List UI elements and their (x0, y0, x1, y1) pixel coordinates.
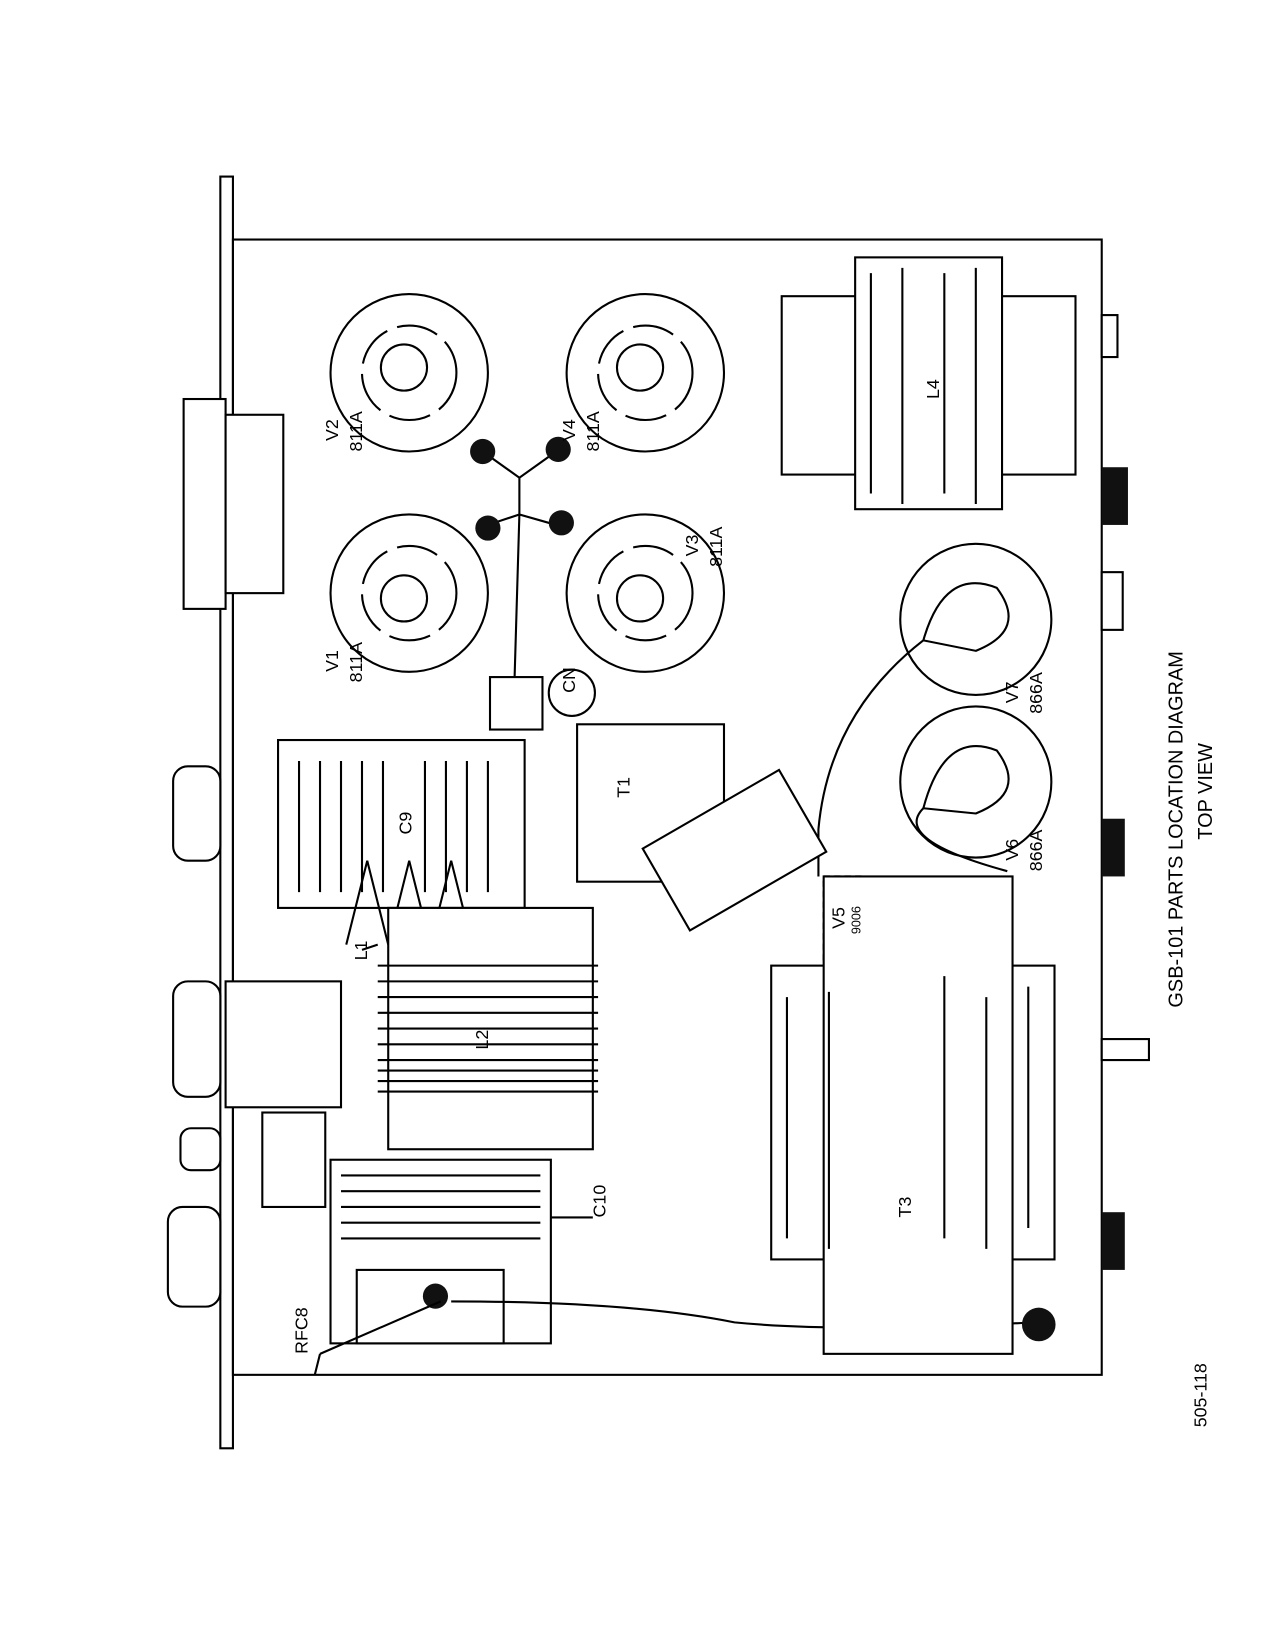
cn-label: CN (559, 667, 579, 693)
chassis (231, 238, 1103, 1376)
grommet (1021, 1307, 1056, 1342)
tube-v4 (565, 293, 726, 453)
figure-number: 505-118 (1191, 1363, 1211, 1427)
tube-v2 (329, 293, 489, 453)
c10-capacitor (329, 1158, 552, 1345)
tube-v7 (899, 542, 1053, 696)
c9-label: C9 (395, 812, 415, 835)
rfc8-label: RFC8 (291, 1307, 311, 1354)
leader-lines (313, 943, 593, 1376)
meter-housing (224, 413, 285, 595)
v7-lead (817, 639, 924, 877)
tube-v1 (329, 513, 489, 673)
tube-v3 (565, 513, 726, 673)
t1-transformer (576, 723, 828, 932)
rotary-switch (224, 980, 343, 1209)
v3-type: 811A (706, 526, 726, 566)
l2-label: L2 (472, 1030, 492, 1050)
rear-connectors (1100, 314, 1150, 1270)
v4-type: 811A (583, 411, 603, 451)
c9-capacitor (277, 738, 526, 909)
l4-label: L4 (923, 379, 943, 399)
cn-capacitor (488, 676, 544, 731)
diagram-title: GSB-101 PARTS LOCATION DIAGRAM (1166, 651, 1188, 1007)
v6-lead (915, 807, 1008, 873)
v3-ref: V3 (682, 535, 702, 557)
v5-type: 9006 (849, 906, 863, 934)
l1-label: L1 (351, 940, 371, 960)
v2-type: 811A (346, 411, 366, 451)
panel-meter (182, 397, 227, 610)
v1-ref: V1 (322, 650, 342, 672)
knobs (166, 765, 222, 1308)
t1-label: T1 (614, 777, 634, 798)
v2-ref: V2 (322, 419, 342, 441)
cn-adjust (547, 668, 596, 717)
v6-ref: V6 (1002, 839, 1022, 861)
diagram-subtitle: TOP VIEW (1195, 743, 1217, 840)
tube-v6 (899, 705, 1053, 859)
plate-connector (470, 436, 574, 693)
c10-label: C10 (589, 1185, 609, 1218)
t3-transformer (770, 875, 1056, 1355)
l1-coil (345, 860, 474, 945)
front-panel (219, 175, 234, 1450)
v7-type: 866A (1026, 672, 1046, 714)
v6-type: 866A (1026, 829, 1046, 871)
v5-ref: V5 (829, 907, 849, 929)
l2-coil (377, 906, 599, 1151)
v4-ref: V4 (559, 419, 579, 441)
l4-transformer (780, 256, 1077, 511)
t3-label: T3 (895, 1197, 915, 1218)
v7-ref: V7 (1002, 681, 1022, 703)
v1-type: 811A (346, 642, 366, 682)
